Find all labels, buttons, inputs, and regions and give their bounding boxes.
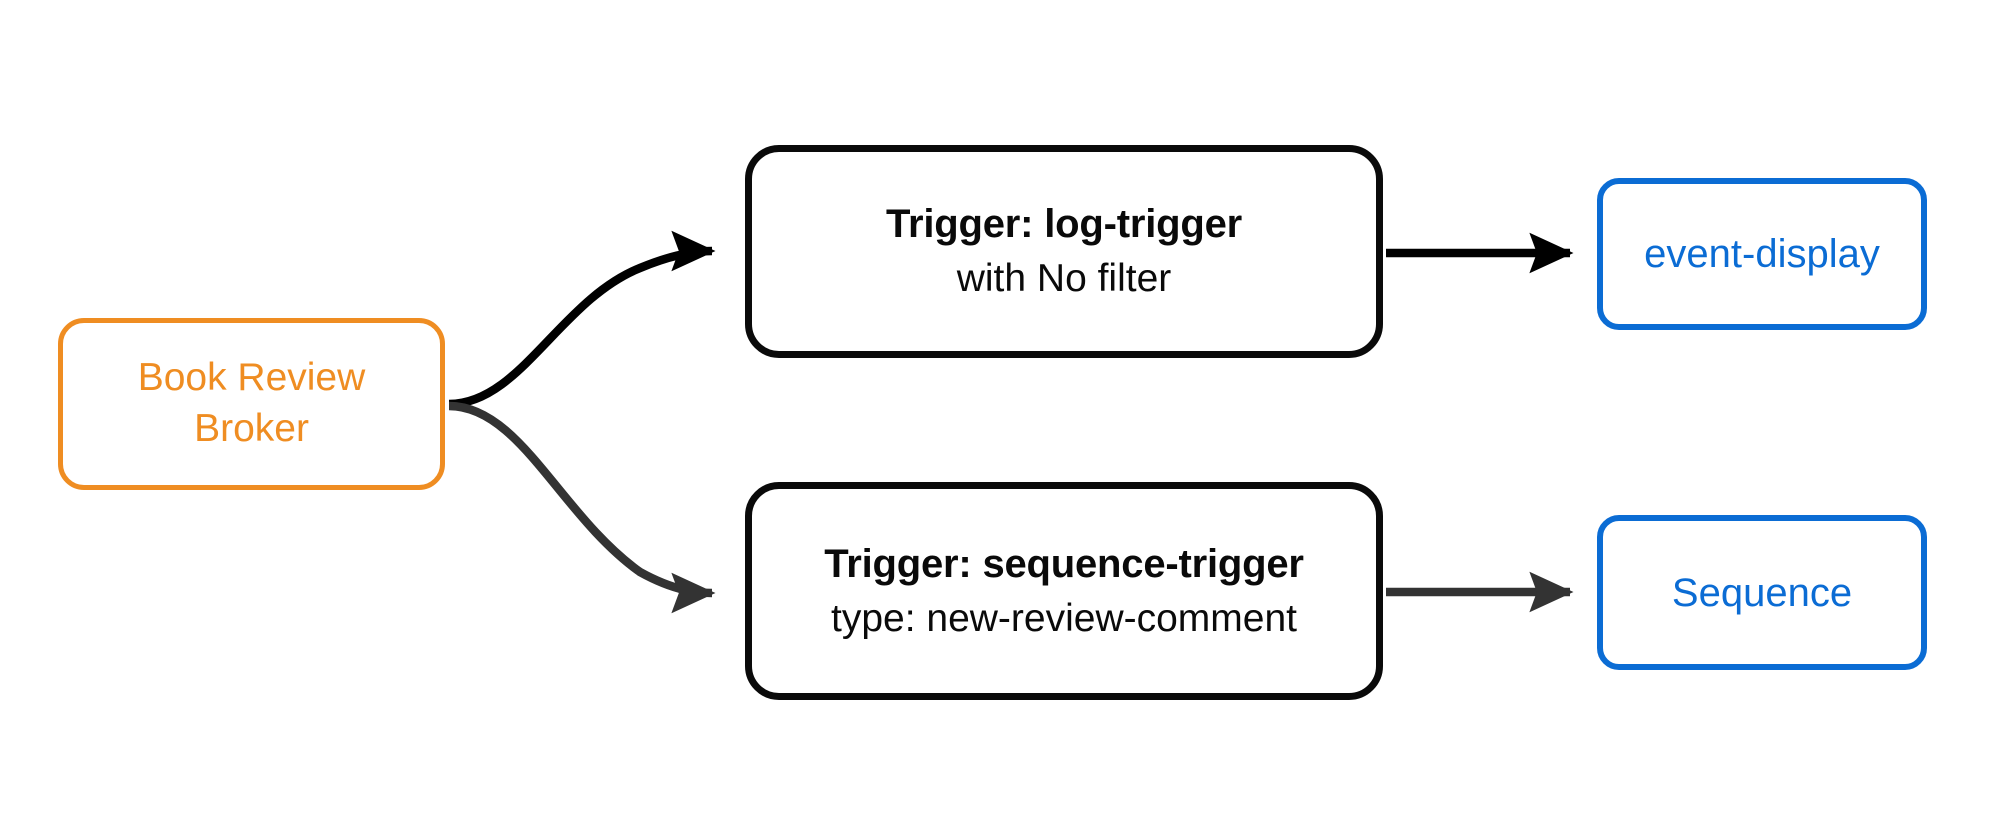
node-trigger-sequence-trigger[interactable]: Trigger: sequence-trigger type: new-revi…	[745, 482, 1383, 700]
node-book-review-broker[interactable]: Book Review Broker	[58, 318, 445, 490]
node-sink-sequence[interactable]: Sequence	[1597, 515, 1927, 670]
log-trigger-subtitle: with No filter	[956, 257, 1172, 301]
sequence-trigger-title: Trigger: sequence-trigger	[824, 541, 1304, 586]
sequence-trigger-subtitle: type: new-review-comment	[831, 596, 1297, 640]
log-trigger-title: Trigger: log-trigger	[885, 202, 1242, 247]
edge-broker-to-log-trigger	[448, 230, 716, 409]
broker-label-line-2: Broker	[194, 407, 309, 450]
sequence-sink-label: Sequence	[1671, 570, 1853, 615]
node-sink-event-display[interactable]: event-display	[1597, 178, 1927, 330]
event-display-label: event-display	[1644, 232, 1880, 276]
node-trigger-log-trigger[interactable]: Trigger: log-trigger with No filter	[745, 145, 1383, 358]
broker-label-line-1: Book Review	[137, 356, 366, 400]
edge-broker-to-sequence-trigger	[448, 401, 716, 614]
